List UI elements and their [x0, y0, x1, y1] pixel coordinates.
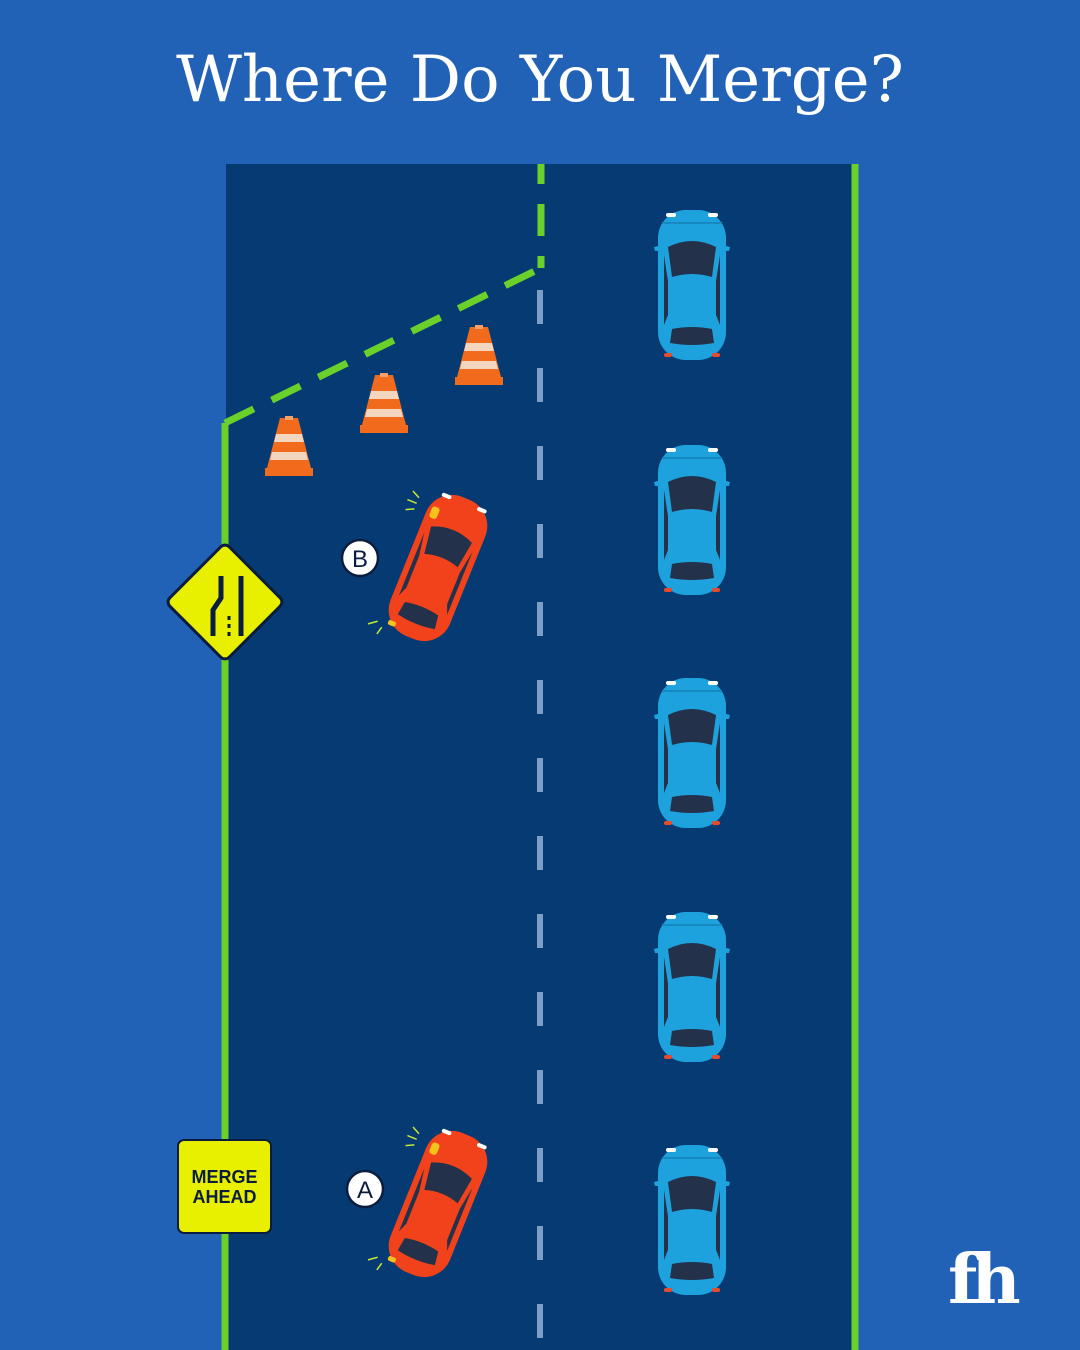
blue-car-icon [653, 444, 731, 596]
merge-taper-line [223, 164, 545, 427]
merge-sign-line1: MERGE [191, 1166, 258, 1187]
marker-a: A [345, 1169, 385, 1209]
page-title: Where Do You Merge? [176, 43, 904, 117]
merge-ahead-sign: MERGE AHEAD [177, 1139, 272, 1234]
marker-a-label: A [357, 1177, 373, 1204]
blue-car-icon [653, 1144, 731, 1296]
blue-car-icon [653, 911, 731, 1063]
blue-car-icon [653, 209, 731, 361]
lane-ends-sign-icon [166, 543, 284, 661]
blue-car-icon [653, 677, 731, 829]
marker-b-label: B [352, 546, 368, 573]
brand-logo: fh [948, 1240, 1021, 1320]
merge-sign-line2: AHEAD [192, 1186, 257, 1207]
marker-b: B [340, 538, 380, 578]
